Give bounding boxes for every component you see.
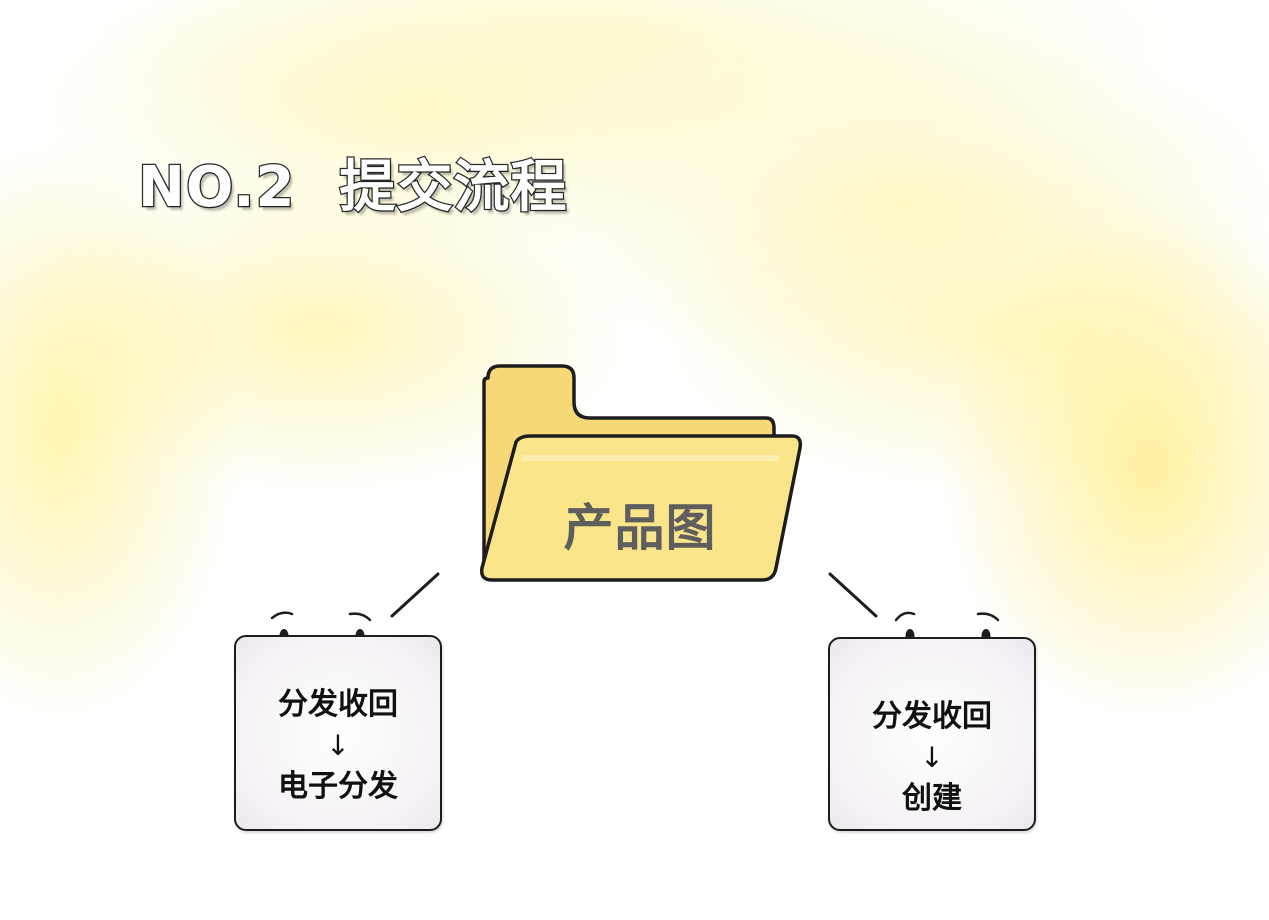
card-right-bottom-text: 创建 (902, 781, 962, 816)
page-title: NO.2 提交流程 (137, 142, 568, 223)
card-right: 分发收回 ↓ 创建 (828, 637, 1036, 831)
connector-left (390, 572, 440, 618)
card-right-arrow: ↓ (920, 741, 944, 774)
card-left-arrow: ↓ (326, 729, 350, 762)
connector-right (828, 572, 878, 618)
card-left-top-text: 分发收回 (278, 687, 398, 722)
title-number: NO.2 (137, 154, 296, 222)
eyebrow-right (348, 612, 372, 622)
eyebrow-left (270, 611, 294, 620)
eyebrow-right (976, 612, 1000, 622)
card-right-top-text: 分发收回 (872, 699, 992, 734)
folder-label: 产品图 (563, 499, 717, 557)
title-text: 提交流程 (338, 154, 568, 222)
card-left-bottom-text: 电子分发 (278, 769, 398, 804)
eyebrow-left (894, 611, 916, 622)
card-left: 分发收回 ↓ 电子分发 (234, 635, 442, 831)
folder-icon (479, 364, 803, 582)
